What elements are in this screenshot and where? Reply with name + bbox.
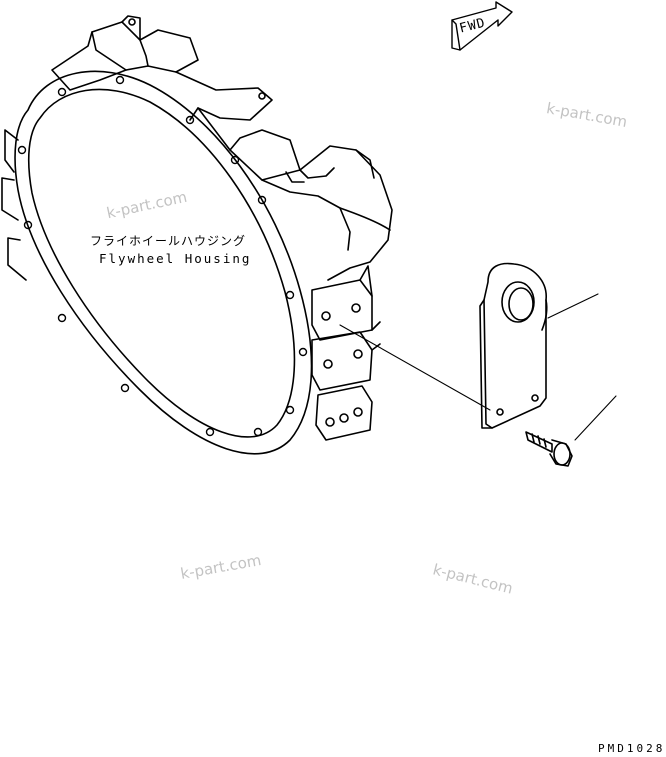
leader-line-bracket	[547, 293, 599, 319]
housing-left-tabs	[1, 129, 27, 281]
lifting-bracket	[479, 262, 548, 429]
housing-flange-outer	[14, 70, 313, 455]
mounting-bolt	[525, 431, 573, 467]
part-name-english: Flywheel Housing	[99, 251, 252, 266]
flange-bolt-holes	[17, 75, 308, 437]
housing-top-boss	[51, 21, 199, 91]
flywheel-housing	[1, 15, 393, 455]
fwd-arrow-symbol	[451, 1, 513, 51]
drawing-code: PMD1028	[598, 742, 666, 755]
part-name-japanese: フライホイールハウジング	[90, 234, 247, 248]
leader-line-housing	[339, 324, 491, 411]
housing-mount-pads	[311, 265, 381, 441]
housing-right-body	[197, 107, 393, 281]
leader-line-bolt	[574, 395, 617, 441]
housing-flange-inner	[27, 88, 296, 438]
